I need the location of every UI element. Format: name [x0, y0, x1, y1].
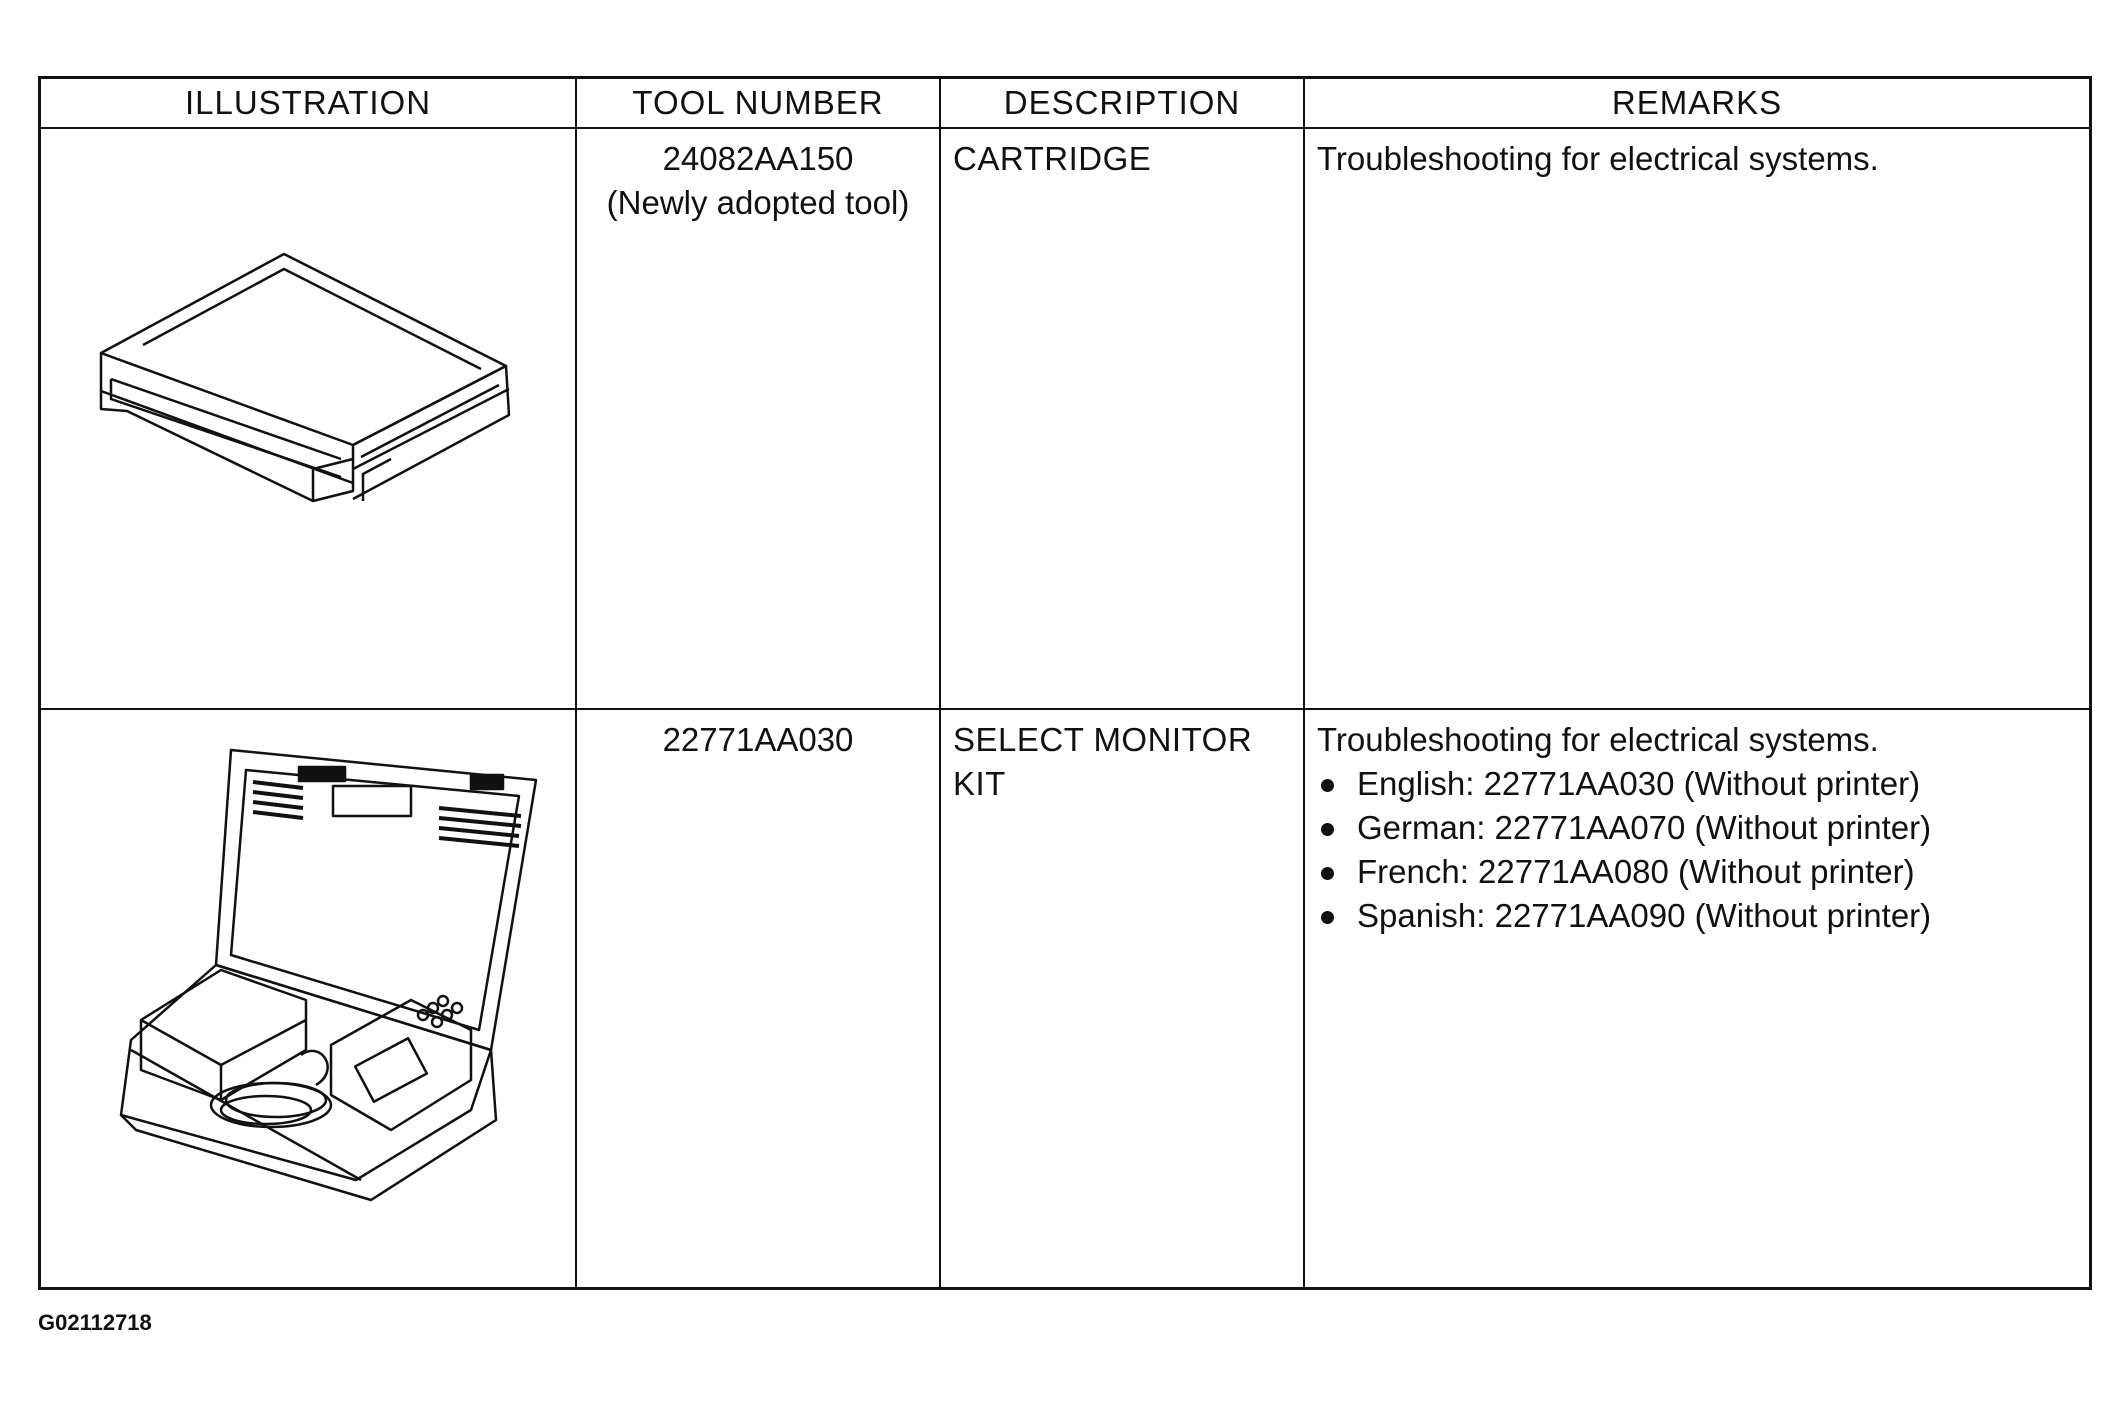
list-item: French: 22771AA080 (Without printer): [1317, 850, 2077, 894]
description-line: KIT: [953, 765, 1006, 802]
tool-number-cell: 24082AA150 (Newly adopted tool): [575, 127, 941, 710]
select-monitor-kit-icon: [119, 748, 538, 1202]
tool-number: 22771AA030: [662, 721, 854, 758]
tool-number: 24082AA150: [662, 140, 854, 177]
special-tools-table: ILLUSTRATION TOOL NUMBER DESCRIPTION REM…: [38, 76, 2092, 1290]
description-cell: SELECT MONITOR KIT: [939, 708, 1305, 1290]
remark-text: Troubleshooting for electrical systems.: [1317, 140, 1879, 177]
list-item: English: 22771AA030 (Without printer): [1317, 762, 2077, 806]
header-tool-number: TOOL NUMBER: [575, 76, 941, 129]
remarks-cell: Troubleshooting for electrical systems.: [1303, 127, 2092, 710]
remarks-cell: Troubleshooting for electrical systems. …: [1303, 708, 2092, 1290]
table-row: 24082AA150 (Newly adopted tool) CARTRIDG…: [38, 127, 2092, 710]
description-line: CARTRIDGE: [953, 140, 1152, 177]
remark-list: English: 22771AA030 (Without printer) Ge…: [1317, 762, 2077, 938]
remark-text: Troubleshooting for electrical systems.: [1317, 721, 1879, 758]
cartridge-icon: [99, 252, 511, 503]
header-illustration: ILLUSTRATION: [38, 76, 577, 129]
tool-note: (Newly adopted tool): [606, 184, 910, 221]
illustration-cell: [38, 127, 577, 710]
header-description: DESCRIPTION: [939, 76, 1305, 129]
description-line: SELECT MONITOR: [953, 721, 1253, 758]
table-row: 22771AA030 SELECT MONITOR KIT Troublesho…: [38, 708, 2092, 1290]
table-header-row: ILLUSTRATION TOOL NUMBER DESCRIPTION REM…: [38, 76, 2092, 129]
header-remarks: REMARKS: [1303, 76, 2092, 129]
list-item: Spanish: 22771AA090 (Without printer): [1317, 894, 2077, 938]
list-item: German: 22771AA070 (Without printer): [1317, 806, 2077, 850]
description-cell: CARTRIDGE: [939, 127, 1305, 710]
illustration-cell: [38, 708, 577, 1290]
figure-id: G02112718: [38, 1310, 152, 1335]
tool-number-cell: 22771AA030: [575, 708, 941, 1290]
